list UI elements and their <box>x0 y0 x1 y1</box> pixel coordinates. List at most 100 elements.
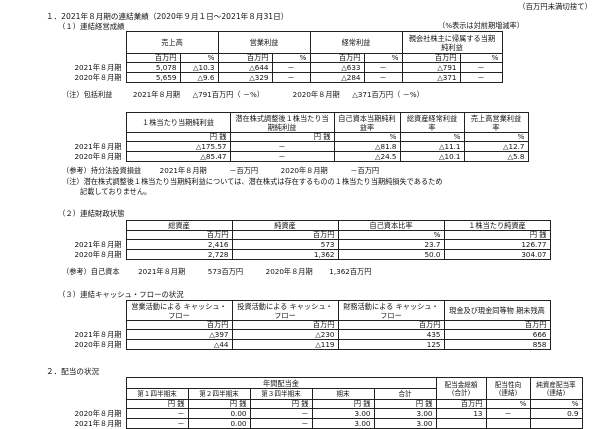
unit-cell: % <box>363 53 403 63</box>
value-cell: △5.8 <box>463 151 529 162</box>
comprehensive-income-note: （注）包括利益 2021年８月期 △791百万円（ －%） 2020年８月期 △… <box>62 90 424 100</box>
row-label: 2020年８月期 <box>74 250 122 259</box>
note-lead: （参考）自己資本 <box>62 267 120 276</box>
header-operating-margin: 売上高営業利益率 <box>463 112 529 133</box>
value-cell: － <box>459 62 503 73</box>
value-cell: △10.3 <box>179 62 219 73</box>
value-cell: △10.1 <box>399 151 465 162</box>
value-cell: 5,659 <box>125 72 181 83</box>
value-cell: △11.1 <box>399 141 465 152</box>
section4-title: ２．配当の状況 <box>46 367 100 376</box>
value-cell: － <box>271 62 311 73</box>
diluted-eps-note-line1: （注）潜在株式調整後１株当たり当期純利益については、潜在株式は存在するものの１株… <box>62 177 443 186</box>
unit-cell: 百万円 <box>125 230 233 240</box>
note-lead: （参考）持分法投資損益 <box>62 166 142 175</box>
value-cell: 304.07 <box>443 249 551 260</box>
unit-cell: 百万円 <box>125 53 181 63</box>
value-cell: 50.0 <box>337 249 445 260</box>
value-cell: 3.00 <box>373 418 437 429</box>
unit-cell: % <box>333 132 401 142</box>
value-cell <box>435 418 487 429</box>
unit-cell: 円 銭 <box>229 132 335 142</box>
row-label: 2021年８月期 <box>74 330 122 339</box>
header-year-end: 期末 <box>311 388 375 400</box>
unit-cell: 百万円 <box>337 320 445 330</box>
table-row: 2021年８月期 5,078 △10.3 △644 － △633 － △791 … <box>56 62 503 73</box>
value-cell: △12.7 <box>463 141 529 152</box>
unit-cell: % <box>399 132 465 142</box>
note-period-a: 2021年８月期 <box>159 166 207 175</box>
note-value-b: 1,362百万円 <box>329 267 372 276</box>
row-label: 2020年８月期 <box>74 152 122 161</box>
note-period-b: 2020年８月期 <box>292 90 340 99</box>
note-value-b: △371百万円（ －%） <box>352 90 424 99</box>
value-cell: － <box>271 72 311 83</box>
header-ordinary-income: 経常利益 <box>309 31 403 54</box>
header-operating-cf: 営業活動による キャッシュ・フロー <box>125 300 233 321</box>
section3-subtitle: （３）連結キャッシュ・フローの状況 <box>58 290 184 299</box>
unit-cell: 円 銭 <box>125 132 231 142</box>
table-row: 2021年８月期 △175.57 － △81.8 △11.1 △12.7 <box>56 141 529 152</box>
percent-note: （%表示は対前期増減率） <box>438 21 524 30</box>
value-cell: △44 <box>125 339 233 350</box>
value-cell: － <box>125 408 189 419</box>
value-cell: △371 <box>401 72 461 83</box>
row-label: 2021年８月期 <box>74 142 122 151</box>
header-q3-end: 第３四半期末 <box>249 388 313 400</box>
header-equity-ratio: 自己資本比率 <box>337 220 445 231</box>
unit-cell: 円 銭 <box>373 399 437 409</box>
value-cell: 2,416 <box>125 239 233 250</box>
table-row: 2020年８月期 △85.47 － △24.5 △10.1 △5.8 <box>56 151 529 162</box>
per-share-table: １株当たり当期純利益 潜在株式調整後１株当たり当期純利益 自己資本当期純利益率 … <box>56 112 529 162</box>
value-cell: － <box>249 408 313 419</box>
header-total: 合計 <box>373 388 437 400</box>
table-row: 2020年８月期 － 0.00 － 3.00 3.00 13 － 0.9 <box>56 408 583 419</box>
unit-cell: 円 銭 <box>443 230 551 240</box>
note-period-b: 2020年８月期 <box>280 166 328 175</box>
unit-cell: 百万円 <box>309 53 365 63</box>
header-dividend-total: 配当金総額 (合計) <box>435 377 487 400</box>
unit-cell: % <box>463 132 529 142</box>
value-cell: 573 <box>231 239 339 250</box>
header-sales: 売上高 <box>125 31 219 54</box>
value-cell: － <box>249 418 313 429</box>
row-label: 2020年８月期 <box>74 340 122 349</box>
row-label: 2021年８月期 <box>74 419 122 428</box>
value-cell: △284 <box>309 72 365 83</box>
value-cell: 2,728 <box>125 249 233 260</box>
value-cell: 0.00 <box>187 418 251 429</box>
table-row: 2021年８月期 △397 △230 435 666 <box>56 329 551 340</box>
row-label: 2020年８月期 <box>74 73 122 82</box>
header-financing-cf: 財務活動による キャッシュ・フロー <box>337 300 445 321</box>
table-row: 2020年８月期 2,728 1,362 50.0 304.07 <box>56 249 551 260</box>
value-cell: － <box>229 151 335 162</box>
value-cell: 435 <box>337 329 445 340</box>
value-cell: － <box>363 62 403 73</box>
note-value-a: △791百万円（ －%） <box>192 90 265 99</box>
unit-note: （百万円未満切捨て） <box>518 2 592 11</box>
cash-flow-table: 営業活動による キャッシュ・フロー 投資活動による キャッシュ・フロー 財務活動… <box>56 300 551 350</box>
value-cell: 13 <box>435 408 487 419</box>
unit-cell: 円 銭 <box>187 399 251 409</box>
unit-cell: 円 銭 <box>311 399 375 409</box>
equity-method-note: （参考）持分法投資損益 2021年８月期 －百万円 2020年８月期 －百万円 <box>62 166 379 176</box>
header-net-income-parent: 親会社株主に帰属する当期純利益 <box>401 31 503 54</box>
header-investing-cf: 投資活動による キャッシュ・フロー <box>231 300 339 321</box>
header-roa: 総資産経常利益率 <box>399 112 465 133</box>
header-total-assets: 総資産 <box>125 220 233 231</box>
header-eps: １株当たり当期純利益 <box>125 112 231 133</box>
value-cell: － <box>125 418 189 429</box>
unit-cell: % <box>529 399 583 409</box>
value-cell: 0.9 <box>529 408 583 419</box>
table-row: 2021年８月期 － 0.00 － 3.00 3.00 <box>56 418 583 429</box>
header-operating-income: 営業利益 <box>217 31 311 54</box>
diluted-eps-note-line2: 記載しておりません。 <box>80 187 152 196</box>
note-value-a: 573百万円 <box>207 267 244 276</box>
unit-cell: % <box>459 53 503 63</box>
value-cell: 3.00 <box>311 418 375 429</box>
value-cell: △397 <box>125 329 233 340</box>
row-label: 2020年８月期 <box>74 409 122 418</box>
value-cell: 3.00 <box>373 408 437 419</box>
value-cell: △230 <box>231 329 339 340</box>
table-row: 2020年８月期 △44 △119 125 858 <box>56 339 551 350</box>
